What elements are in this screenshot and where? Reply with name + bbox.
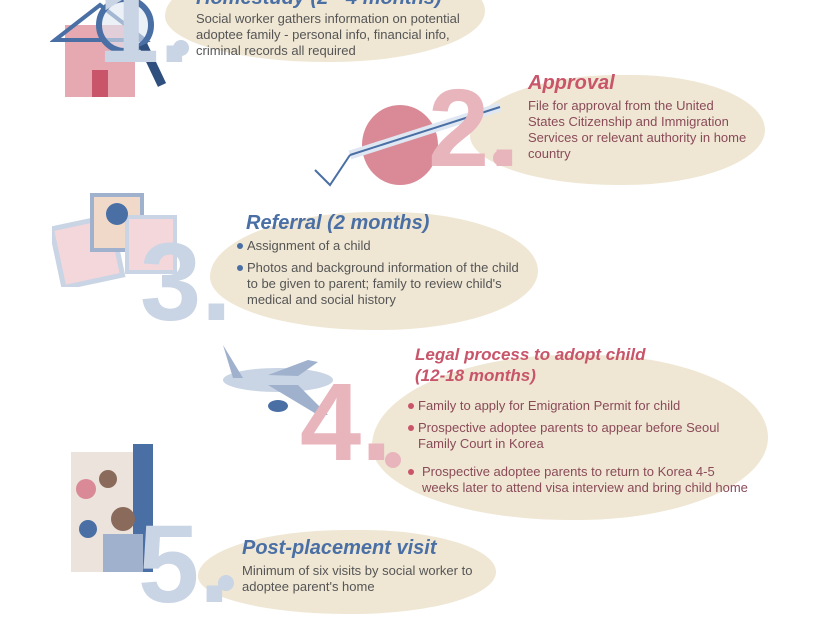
step2-bubble bbox=[470, 75, 765, 185]
step5-dot bbox=[218, 575, 234, 591]
photos-icon bbox=[52, 193, 177, 287]
step2-title: Approval bbox=[528, 72, 615, 94]
step5-number: 5. bbox=[138, 503, 230, 626]
step4-bubble bbox=[372, 355, 768, 520]
list-item: Prospective adoptee parents to appear be… bbox=[408, 420, 753, 452]
step3-number: 3. bbox=[140, 221, 232, 344]
list-item: Assignment of a child bbox=[237, 238, 527, 254]
step5-text: Minimum of six visits by social worker t… bbox=[242, 563, 473, 594]
airplane-icon bbox=[223, 345, 333, 415]
step3-title: Referral (2 months) bbox=[246, 212, 430, 234]
hand-signing-icon bbox=[314, 102, 502, 187]
step2-number: 2. bbox=[428, 67, 520, 190]
step3-bullets: Assignment of a child Photos and backgro… bbox=[237, 238, 527, 314]
list-item: Photos and background information of the… bbox=[237, 260, 527, 308]
step2-text: File for approval from the United States… bbox=[528, 98, 747, 161]
step5-title: Post-placement visit bbox=[242, 537, 437, 559]
step4-dot bbox=[385, 452, 401, 468]
step3-bubble bbox=[210, 212, 538, 330]
step1-title: Homestudy (2 - 4 months) bbox=[196, 0, 442, 9]
step5-bubble bbox=[198, 530, 496, 614]
house-magnifier-icon bbox=[50, 0, 167, 97]
step4-title: Legal process to adopt child (12-18 mont… bbox=[415, 345, 646, 385]
step1-dot bbox=[173, 40, 189, 56]
step4-bullets: Family to apply for Emigration Permit fo… bbox=[408, 398, 753, 502]
step1-number: 1. bbox=[98, 0, 190, 86]
step4-number: 4. bbox=[300, 361, 392, 484]
list-item: Prospective adoptee parents to return to… bbox=[408, 464, 753, 496]
step2-dot bbox=[493, 150, 509, 166]
list-item: Family to apply for Emigration Permit fo… bbox=[408, 398, 753, 414]
step1-text: Social worker gathers information on pot… bbox=[196, 11, 460, 58]
family-door-icon bbox=[71, 444, 153, 572]
